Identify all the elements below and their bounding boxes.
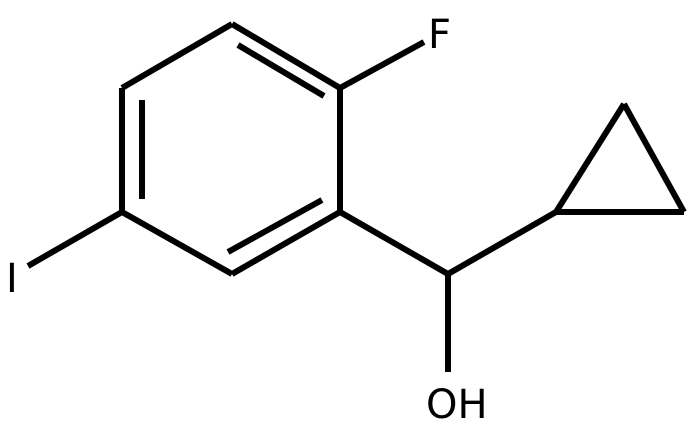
bond-c-i (26, 209, 124, 269)
cyclopropyl-ring (553, 102, 687, 215)
cyclopropyl-bond-left (553, 102, 627, 214)
ring-bond-bottom-right (230, 209, 342, 277)
benzene-ring (119, 21, 343, 277)
fluorine-label: F (428, 12, 451, 58)
ring-bond-top-left (120, 21, 234, 91)
bond-ring-to-carbinol (338, 209, 450, 277)
hydroxyl-label: OH (426, 382, 488, 426)
ring-bond-top-right (230, 21, 342, 91)
iodine-label: I (6, 256, 18, 302)
ring-double-bond-inner-top (236, 42, 326, 99)
bond-carbinol-to-cyclopropyl (446, 209, 558, 277)
ring-bond-bottom-left (120, 209, 234, 277)
ring-double-bond-inner-bottom (226, 197, 324, 255)
bond-c-f (338, 39, 426, 91)
cyclopropyl-bond-right (621, 102, 687, 214)
